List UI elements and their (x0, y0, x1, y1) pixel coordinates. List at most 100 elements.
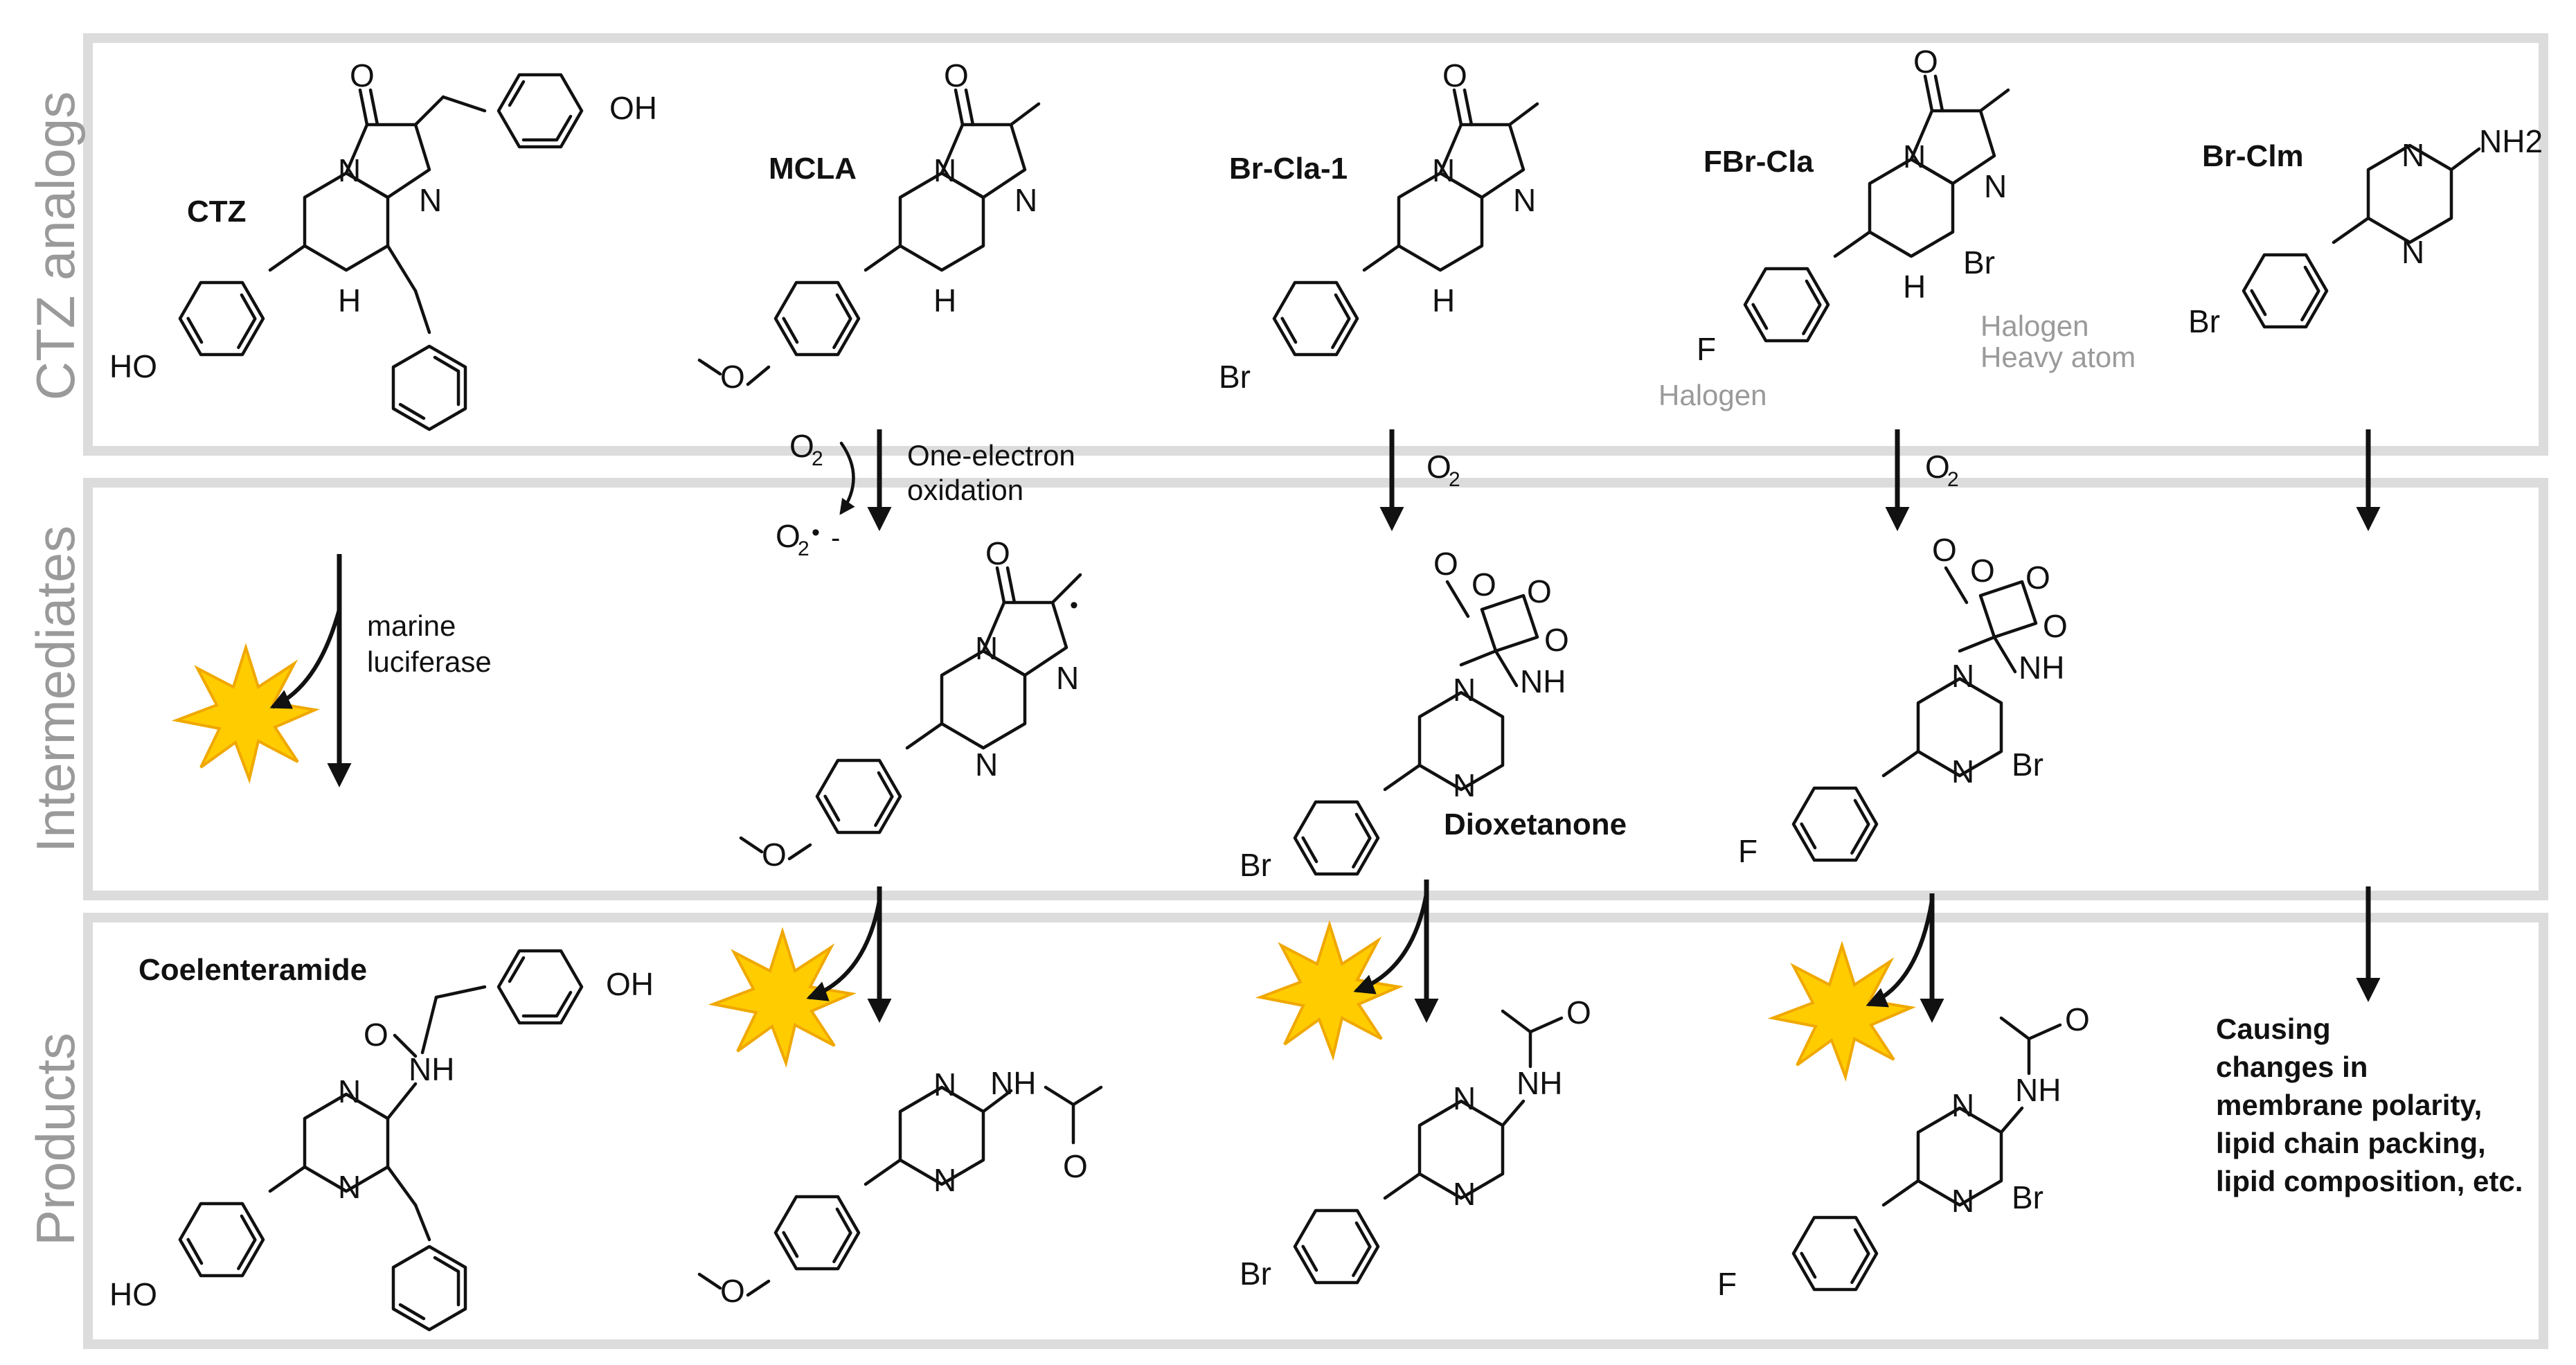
atom-n: N (933, 152, 956, 188)
panel-intermediates (83, 478, 2548, 900)
br-dioxetanone-structure: O O O O NH N N Br Dioxetanone (1240, 546, 1627, 892)
causing-line: Causing (2216, 1012, 2331, 1045)
atom-n: N (1014, 182, 1037, 218)
atom-o: O (2043, 608, 2068, 644)
atom-n: N (1951, 658, 1974, 694)
o2-subscript: 2 (1947, 468, 1959, 491)
dioxetanone-label: Dioxetanone (1444, 808, 1627, 841)
atom-br: Br (2012, 747, 2043, 783)
atom-n: N (1984, 168, 2007, 204)
causing-line: membrane polarity, (2216, 1089, 2482, 1121)
atom-h: H (1903, 269, 1926, 305)
superoxide-subscript: 2 (798, 537, 810, 560)
atom-o: O (762, 837, 787, 873)
superoxide-label: O (776, 518, 800, 554)
halogen-note: Halogen (1658, 379, 1766, 411)
o2-subscript: 2 (1449, 468, 1460, 491)
atom-o: O (1063, 1148, 1088, 1184)
oxidation-label: oxidation (907, 474, 1023, 506)
atom-ho: HO (109, 348, 157, 384)
atom-oh: OH (609, 90, 657, 126)
atom-ho: HO (109, 1276, 157, 1312)
atom-nh2: NH2 (2479, 123, 2543, 159)
atom-h: H (1432, 283, 1455, 319)
atom-n: N (1453, 672, 1476, 708)
o2-subscript: 2 (812, 447, 823, 470)
atom-n: N (1056, 660, 1079, 696)
causing-line: lipid composition, etc. (2216, 1165, 2523, 1197)
mcla-radical-structure: O N N N • O (739, 535, 1082, 873)
atom-oh: OH (606, 966, 654, 1002)
ctz-label: CTZ (187, 195, 247, 229)
atom-nh: NH (1517, 1065, 1562, 1101)
atom-o: O (1442, 57, 1467, 93)
marine-label: marine (367, 609, 456, 642)
light-flash (175, 646, 316, 780)
atom-n: N (975, 747, 998, 783)
atom-n: N (1951, 1183, 1974, 1219)
atom-o: O (1913, 44, 1938, 80)
atom-n: N (1453, 767, 1476, 803)
brclm-structure: Br-Clm N N NH2 Br (2188, 123, 2543, 345)
atom-f: F (1717, 1266, 1737, 1302)
causing-line: changes in (2216, 1051, 2368, 1083)
atom-nh: NH (1520, 663, 1566, 699)
atom-br: Br (1219, 359, 1251, 395)
o2-label: O (1426, 449, 1451, 485)
luciferase-arrow: marine luciferase (175, 554, 492, 787)
atom-h: H (933, 283, 956, 319)
minus-sign: - (831, 523, 840, 553)
halogen-note: Halogen (1980, 310, 2088, 342)
atom-n: N (933, 1067, 956, 1103)
atom-br: Br (1240, 1256, 1271, 1292)
atom-n: N (1432, 152, 1455, 188)
fbrcla-structure: FBr-Cla O N N H Br F Halogen Heavy atom … (1658, 44, 2136, 411)
brcla1-label: Br-Cla-1 (1229, 152, 1348, 186)
atom-n: N (1453, 1176, 1476, 1212)
fbr-product-structure: N N Br NH O F (1717, 1001, 2090, 1308)
atom-br: Br (2012, 1179, 2043, 1215)
radical-dot: • (812, 519, 820, 546)
transition-arrows-2 (712, 880, 2381, 1078)
br-product-structure: N N NH O Br (1240, 994, 1591, 1301)
mcla-product-structure: N N NH O O (697, 1065, 1103, 1309)
brclm-label: Br-Clm (2202, 139, 2304, 173)
mcla-structure: MCLA O N N H O (697, 57, 1041, 395)
o2-label: O (1925, 449, 1950, 485)
atom-o: O (985, 535, 1010, 571)
fbrcla-label: FBr-Cla (1703, 145, 1814, 179)
atom-o: O (1932, 532, 1957, 568)
atom-nh: NH (990, 1065, 1036, 1101)
atom-n: N (1951, 1087, 1974, 1123)
atom-n: N (1951, 753, 1974, 789)
atom-f: F (1738, 833, 1757, 869)
atom-br: Br (2188, 303, 2220, 339)
luciferase-label: luciferase (367, 645, 492, 678)
membrane-effects-text: Causing changes in membrane polarity, li… (2216, 1012, 2523, 1197)
ctz-structure: CTZ O N N H OH HO (109, 57, 657, 429)
atom-h: H (338, 283, 361, 319)
atom-o: O (350, 57, 375, 93)
atom-n: N (2401, 137, 2424, 173)
atom-n: N (338, 1169, 361, 1205)
atom-o: O (1527, 573, 1552, 609)
atom-o: O (2025, 560, 2050, 596)
atom-br: Br (1963, 244, 1995, 280)
mcla-label: MCLA (769, 152, 857, 186)
atom-o: O (1566, 994, 1591, 1031)
atom-n: N (1903, 139, 1926, 175)
atom-f: F (1697, 331, 1716, 367)
atom-o: O (2065, 1001, 2090, 1037)
atom-o: O (1544, 622, 1569, 658)
atom-o: O (1472, 566, 1496, 603)
causing-line: lipid chain packing, (2216, 1127, 2486, 1159)
atom-n: N (338, 152, 361, 188)
radical-dot: • (1070, 592, 1078, 618)
atom-n: N (1513, 182, 1536, 218)
atom-nh: NH (2015, 1072, 2061, 1108)
transition-arrows-1: O 2 One-electron oxidation O 2 • - O 2 O… (776, 428, 2381, 560)
atom-o: O (720, 359, 745, 395)
atom-n: N (2401, 234, 2424, 270)
heavy-atom-note: Heavy atom (1980, 341, 2136, 373)
